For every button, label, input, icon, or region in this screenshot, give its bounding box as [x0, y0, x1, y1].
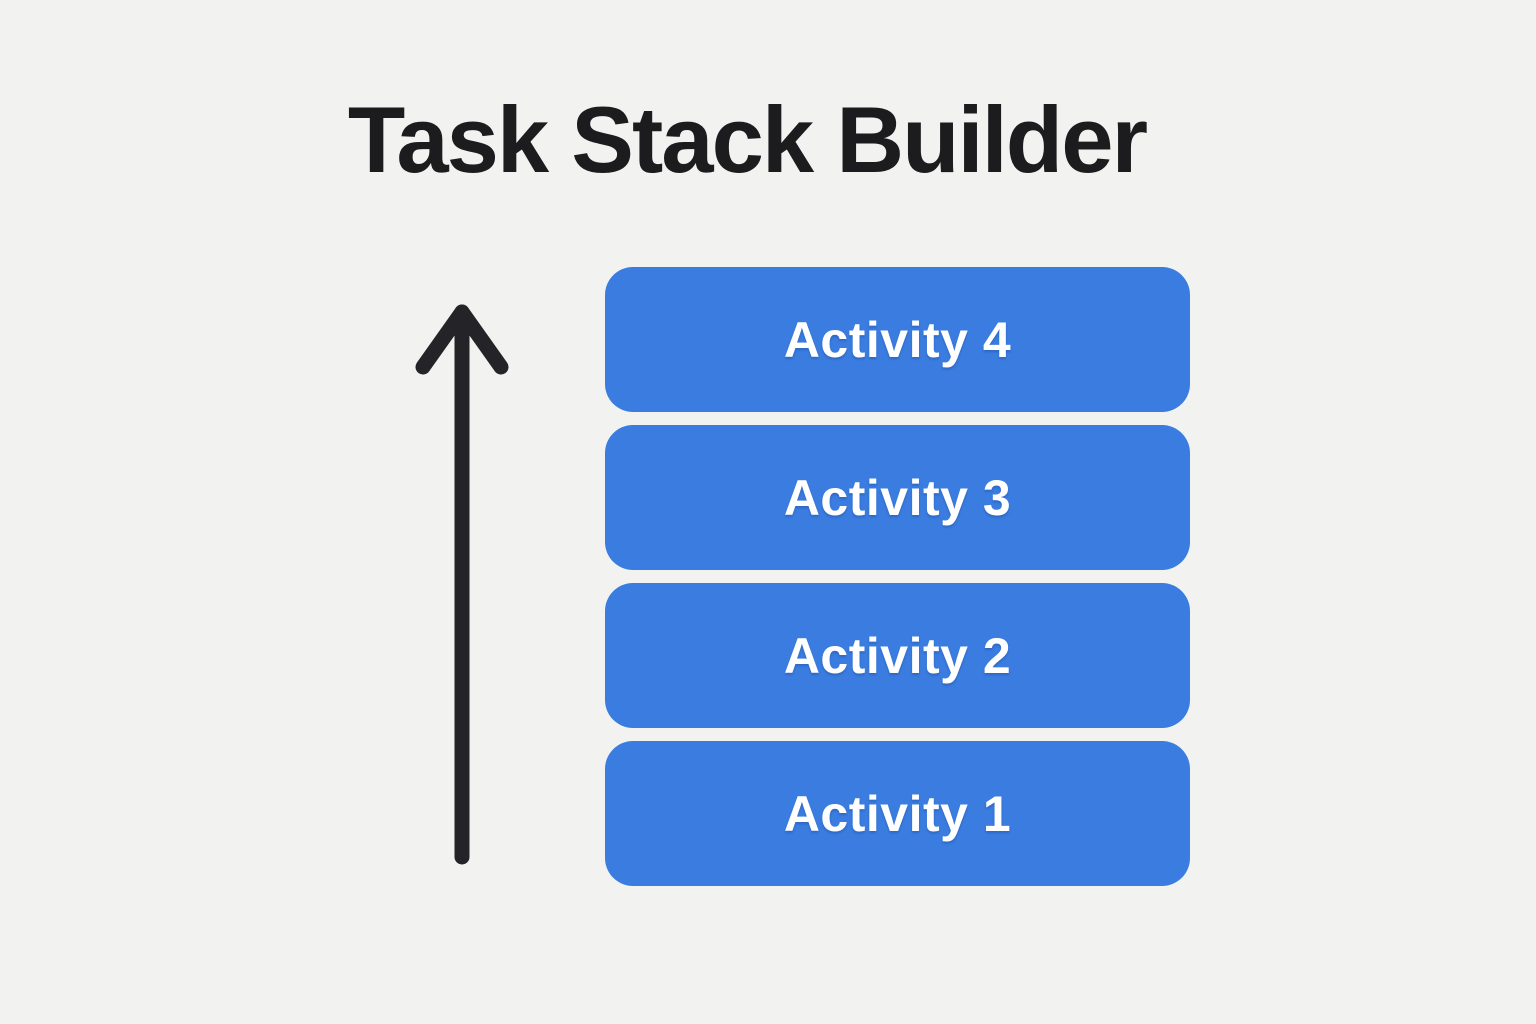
activity-label: Activity 3 — [783, 469, 1012, 526]
activity-box[interactable]: Activity 2 — [605, 583, 1190, 728]
activity-label: Activity 4 — [783, 311, 1012, 368]
page-title: Task Stack Builder — [347, 87, 1148, 192]
stack-direction-arrow — [408, 300, 516, 865]
activity-box[interactable]: Activity 4 — [605, 267, 1190, 412]
activity-box[interactable]: Activity 1 — [605, 741, 1190, 886]
activity-label: Activity 1 — [783, 785, 1012, 842]
activity-label: Activity 2 — [783, 627, 1012, 684]
arrow-up-icon — [415, 304, 509, 865]
activity-box[interactable]: Activity 3 — [605, 425, 1190, 570]
activity-stack: Activity 4 Activity 3 Activity 2 Activit… — [605, 267, 1190, 886]
